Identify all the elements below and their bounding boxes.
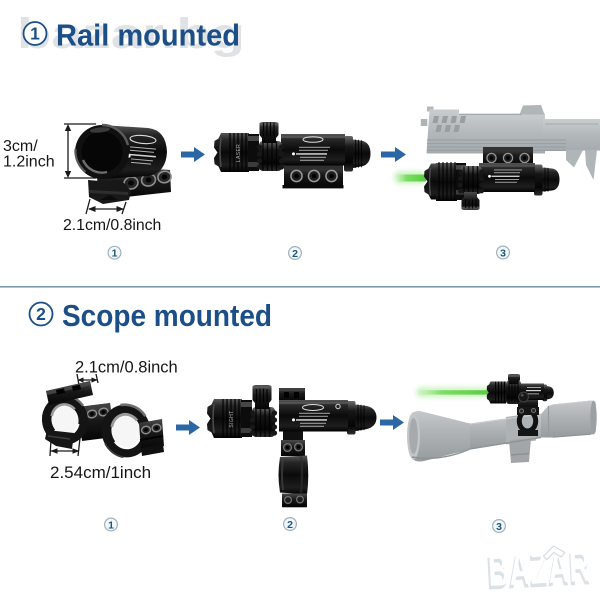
svg-text:SIGHT: SIGHT	[229, 410, 235, 427]
svg-text:3: 3	[500, 247, 506, 259]
svg-text:1: 1	[112, 248, 118, 260]
svg-text:BAZAR: BAZAR	[487, 539, 592, 596]
svg-text:BAZAR: BAZAR	[485, 542, 591, 599]
svg-text:Rail mounted: Rail mounted	[56, 18, 240, 53]
svg-text:1: 1	[30, 24, 40, 44]
svg-text:3: 3	[496, 521, 502, 533]
svg-text:2: 2	[287, 519, 293, 531]
svg-text:LASER: LASER	[236, 144, 242, 162]
svg-text:3cm/: 3cm/	[3, 138, 38, 155]
svg-text:bazar.bg: bazar.bg	[17, 10, 245, 58]
svg-text:1: 1	[108, 519, 114, 531]
svg-text:1.2inch: 1.2inch	[3, 154, 55, 171]
svg-text:2: 2	[292, 248, 298, 260]
svg-text:2.1cm/0.8inch: 2.1cm/0.8inch	[63, 217, 161, 234]
svg-text:2: 2	[36, 304, 46, 324]
svg-text:2.1cm/0.8inch: 2.1cm/0.8inch	[75, 359, 178, 377]
svg-text:Scope mounted: Scope mounted	[62, 298, 272, 333]
svg-text:2.54cm/1inch: 2.54cm/1inch	[50, 463, 151, 482]
